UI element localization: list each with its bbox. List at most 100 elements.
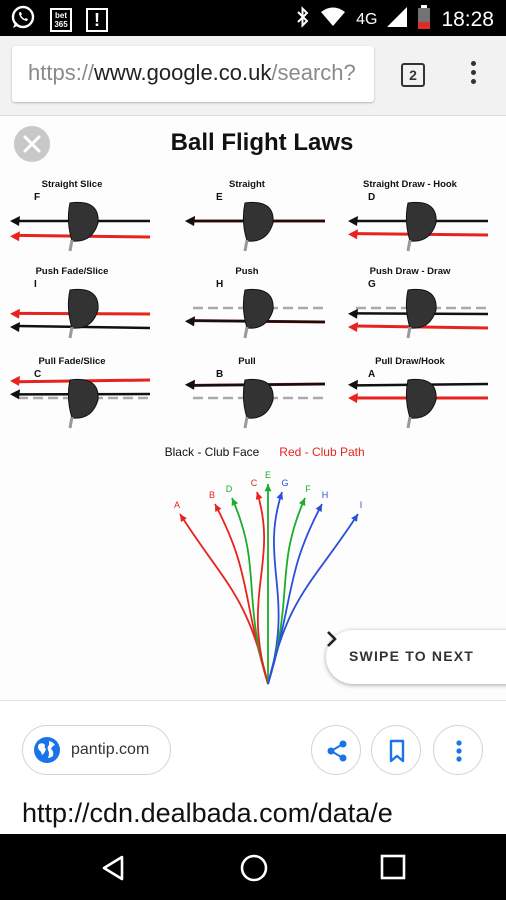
club-head	[67, 288, 99, 329]
panel-caption: Push Fade/Slice	[36, 266, 109, 277]
club-path-arrowhead	[10, 308, 20, 319]
recents-icon[interactable]	[380, 854, 406, 880]
network-type: 4G	[356, 10, 378, 28]
wifi-icon	[320, 7, 346, 32]
club-path-arrowhead	[348, 229, 358, 240]
club-face-arrowhead	[348, 379, 358, 390]
club-hosel	[68, 416, 74, 429]
club-head	[67, 378, 99, 419]
bookmark-icon	[389, 739, 405, 763]
trajectory-A	[179, 513, 269, 685]
trajectory-label: D	[226, 484, 233, 494]
source-site-chip[interactable]: pantip.com	[22, 725, 171, 775]
club-hosel	[406, 326, 412, 339]
trajectory-arrowhead	[298, 498, 306, 506]
bluetooth-icon	[296, 6, 310, 33]
share-icon	[327, 740, 347, 762]
source-url[interactable]: http://cdn.dealbada.com/data/e	[22, 798, 393, 828]
trajectory-arrowhead	[315, 504, 322, 512]
club-face-arrowhead	[185, 316, 195, 327]
whatsapp-icon	[10, 4, 36, 35]
trajectory-label: H	[322, 490, 329, 500]
battery-icon	[417, 5, 431, 34]
club-head	[242, 378, 274, 419]
system-nav-bar	[0, 834, 506, 900]
club-head	[242, 288, 274, 329]
tab-switcher-button[interactable]: 2	[401, 63, 425, 87]
club-face-arrowhead	[10, 216, 20, 226]
panel-letter: E	[216, 192, 223, 203]
panel-caption: Pull Fade/Slice	[38, 356, 105, 367]
club-face-arrowhead	[185, 379, 195, 390]
club-hosel	[243, 416, 249, 429]
share-button[interactable]	[311, 725, 361, 775]
trajectory-label: A	[174, 500, 180, 510]
club-head	[67, 201, 99, 242]
ball-flight-laws-image: Ball Flight Laws Straight SliceFStraight…	[10, 129, 489, 685]
url-scheme: https://	[28, 60, 95, 85]
trajectory-label: E	[265, 470, 271, 480]
clock: 18:28	[441, 7, 494, 31]
home-icon[interactable]	[239, 853, 269, 883]
panel-caption: Pull Draw/Hook	[375, 356, 445, 367]
more-options-button[interactable]	[433, 725, 483, 775]
club-face-arrowhead	[348, 308, 358, 319]
legend-black: Black - Club Face	[165, 445, 260, 459]
club-head	[405, 288, 437, 329]
panel-letter: B	[216, 369, 223, 380]
panel-letter: D	[368, 192, 375, 203]
status-bar: bet 365 ! 4G 18:28	[0, 0, 506, 36]
trajectory-arrowhead	[180, 514, 187, 522]
panel-letter: H	[216, 279, 223, 290]
club-hosel	[243, 326, 249, 339]
trajectory-C	[256, 491, 269, 685]
club-hosel	[68, 239, 74, 252]
club-face-arrowhead	[10, 322, 20, 332]
club-head	[242, 201, 274, 242]
trajectory-D	[231, 497, 269, 685]
panel-letter: F	[34, 192, 40, 203]
alert-icon: !	[86, 7, 108, 32]
panel-caption: Straight Slice	[42, 179, 103, 190]
back-icon[interactable]	[100, 854, 126, 882]
globe-icon	[34, 737, 60, 763]
club-path-arrowhead	[10, 375, 20, 386]
image-title: Ball Flight Laws	[171, 129, 354, 156]
club-path-arrowhead	[348, 322, 358, 332]
trajectory-arrowhead	[231, 498, 239, 506]
trajectory-label: G	[281, 478, 288, 488]
panel-caption: Push Draw - Draw	[370, 266, 451, 277]
club-hosel	[406, 416, 412, 429]
panel-caption: Pull	[238, 356, 255, 367]
menu-icon[interactable]	[463, 58, 483, 90]
trajectory-arrowhead	[215, 504, 222, 512]
trajectory-arrowhead	[351, 514, 358, 522]
club-head	[405, 378, 437, 419]
club-face-arrowhead	[10, 389, 20, 400]
trajectory-label: F	[305, 484, 311, 494]
save-button[interactable]	[371, 725, 421, 775]
trajectory-F	[267, 497, 306, 685]
close-button[interactable]	[14, 126, 50, 162]
panel-caption: Straight Draw - Hook	[363, 179, 458, 190]
trajectory-label: B	[209, 490, 215, 500]
swipe-to-next-button[interactable]: SWIPE TO NEXT	[326, 630, 506, 684]
close-icon	[23, 135, 41, 153]
trajectory-arrowhead	[264, 484, 272, 492]
image-info-bar: pantip.com http://cdn.dealbada.com/data/…	[0, 700, 506, 834]
club-face-arrowhead	[348, 216, 358, 226]
panel-letter: A	[368, 369, 375, 380]
club-path-arrowhead	[348, 393, 358, 403]
club-path-arrowhead	[10, 231, 20, 242]
panel-letter: G	[368, 279, 376, 290]
url-domain: www.google.co.uk	[94, 60, 272, 85]
url-bar[interactable]: https://www.google.co.uk/search?	[12, 46, 374, 102]
